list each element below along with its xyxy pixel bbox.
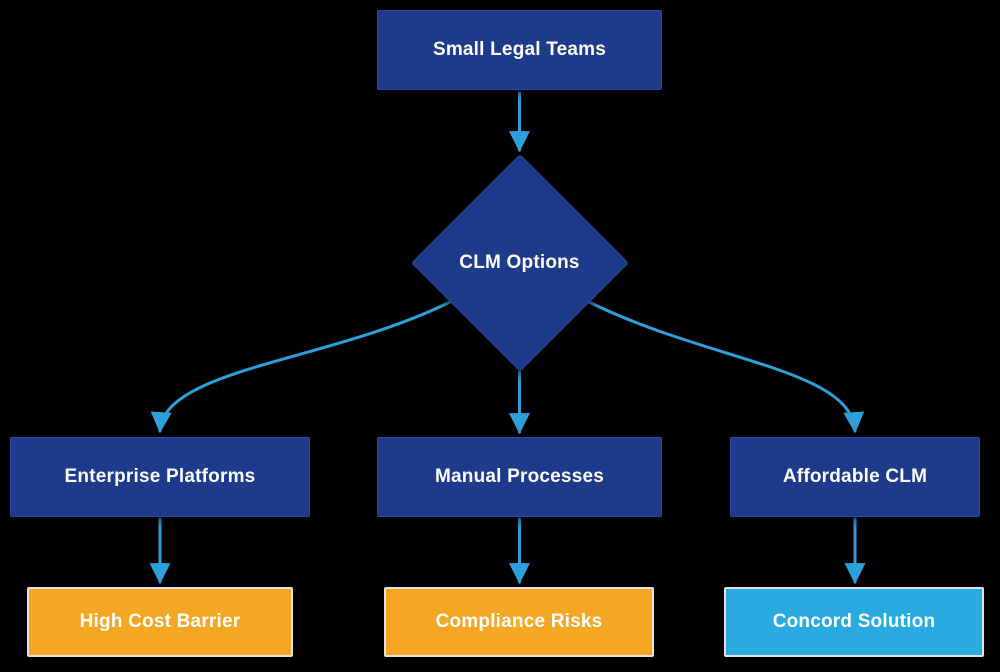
node-compliance-risks: Compliance Risks (384, 587, 654, 657)
node-affordable-clm: Affordable CLM (730, 437, 980, 517)
node-high-cost-barrier: High Cost Barrier (27, 587, 293, 657)
node-small-legal-teams-label: Small Legal Teams (432, 39, 607, 60)
node-small-legal-teams: Small Legal Teams (377, 10, 662, 90)
node-concord-solution-label: Concord Solution (772, 611, 936, 632)
node-manual-processes: Manual Processes (377, 437, 662, 517)
node-concord-solution: Concord Solution (724, 587, 984, 657)
node-enterprise-platforms: Enterprise Platforms (10, 437, 310, 517)
node-clm-options-label: CLM Options (459, 251, 580, 273)
node-high-cost-barrier-label: High Cost Barrier (79, 611, 241, 632)
node-clm-options: CLM Options (409, 152, 630, 373)
node-compliance-risks-label: Compliance Risks (435, 611, 603, 632)
node-enterprise-platforms-label: Enterprise Platforms (64, 466, 256, 487)
node-affordable-clm-label: Affordable CLM (782, 466, 928, 487)
node-manual-processes-label: Manual Processes (434, 466, 604, 487)
